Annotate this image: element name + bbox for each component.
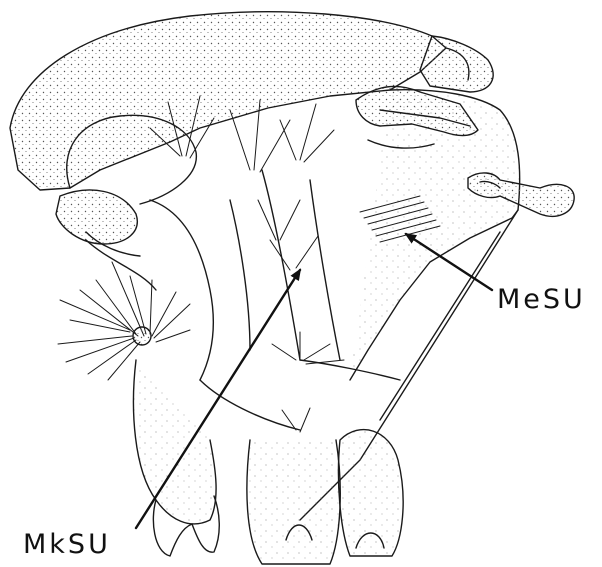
middle-body	[150, 200, 213, 380]
lower-left-leg	[133, 360, 216, 524]
anterior-lobe	[420, 36, 493, 92]
bristle-tuft-left	[58, 262, 190, 380]
mksu-label: MkSU	[23, 531, 111, 558]
mesu-label: MeSU	[497, 286, 586, 313]
right-body	[350, 90, 520, 380]
left-ear-lobe	[56, 190, 137, 244]
lower-right-leg	[338, 430, 403, 556]
lower-middle-leg	[247, 440, 340, 564]
